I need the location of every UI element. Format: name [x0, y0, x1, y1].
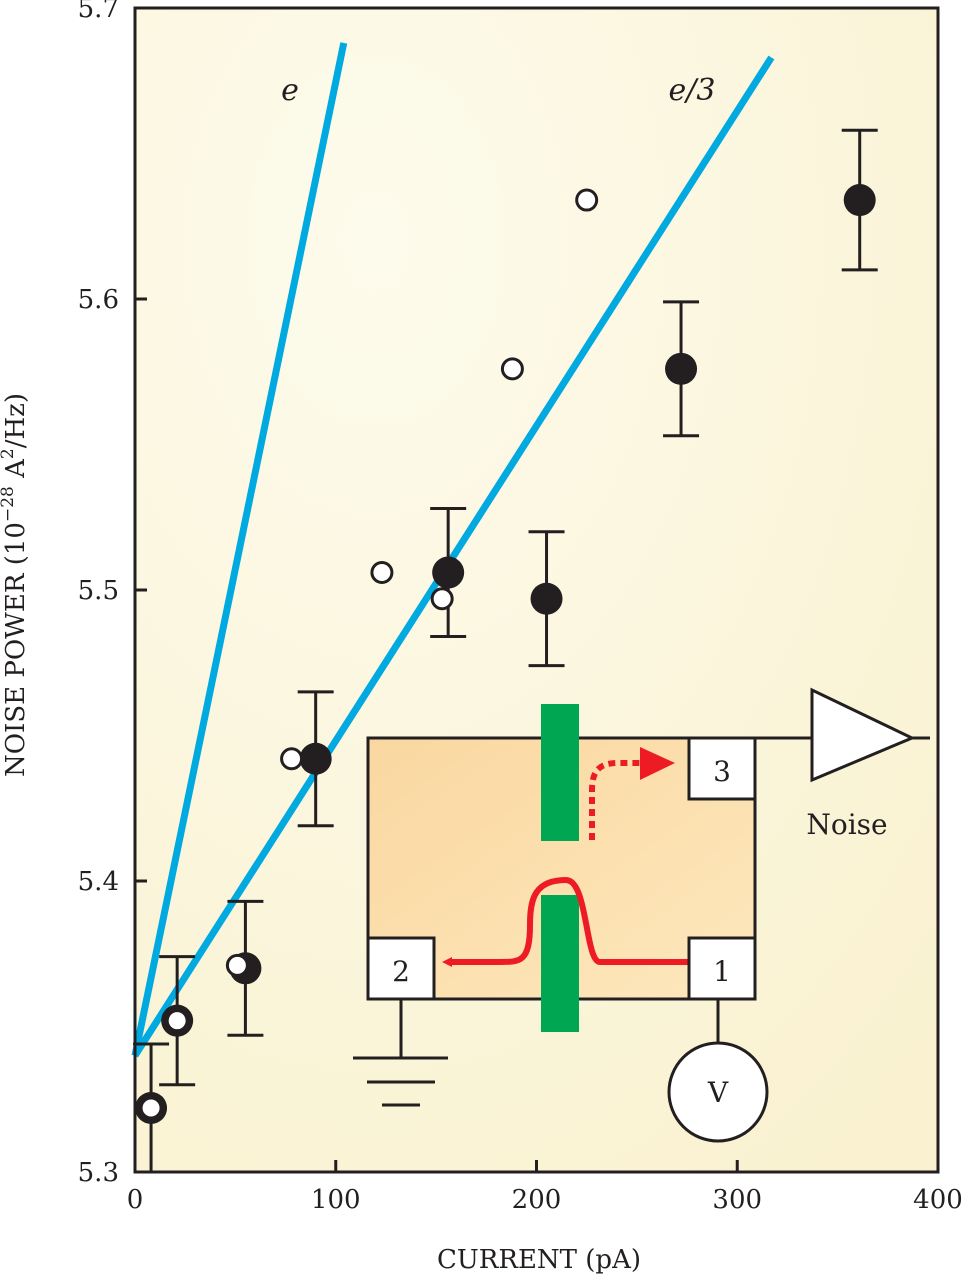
x-axis-title: CURRENT (pA) [437, 1245, 641, 1275]
terminal-2 [366, 936, 436, 1001]
y-axis-title: NOISE POWER (10−28 A2/Hz) [0, 393, 31, 777]
y-tick-label: 5.6 [78, 285, 119, 315]
x-tick-label: 100 [311, 1185, 361, 1215]
fit-line-e-third-label: e/3 [669, 73, 716, 108]
y-tick-label: 5.3 [78, 1158, 119, 1188]
open-point [430, 587, 454, 611]
x-tick-label: 300 [712, 1185, 762, 1215]
voltage-source-label: V [707, 1076, 729, 1109]
filled-point [432, 556, 465, 589]
ground-icon [353, 1056, 448, 1107]
fit-line-e-third [132, 55, 775, 1058]
axis-ticks: 0 100 200 300 400 5.3 5.4 5.5 5.6 5.7 [78, 0, 963, 1215]
fit-lines: e e/3 [131, 42, 775, 1058]
y-tick-label: 5.7 [78, 0, 119, 24]
tunneling-current-arrow [589, 760, 648, 840]
plot-frame [133, 6, 940, 1174]
open-point [370, 561, 394, 585]
x-tick-label: 0 [127, 1185, 144, 1215]
open-point [225, 953, 249, 977]
data-points [133, 128, 878, 1172]
fit-line-e [131, 42, 348, 1057]
tunneling-arrowhead [640, 747, 675, 780]
open-point [575, 188, 599, 212]
open-point [500, 357, 524, 381]
filled-point [665, 352, 698, 385]
open-point [139, 1096, 163, 1120]
open-point [280, 747, 304, 771]
top-gate [541, 704, 579, 841]
terminal-1 [687, 936, 757, 1001]
terminal-3 [687, 736, 757, 801]
filled-point [299, 742, 332, 775]
x-tick-label: 200 [512, 1185, 562, 1215]
terminal-3-label: 3 [713, 755, 731, 788]
inset-schematic: Noise 3 2 1 V [353, 687, 930, 1143]
filled-point [530, 582, 563, 615]
x-tick-label: 400 [913, 1185, 963, 1215]
open-point [165, 1009, 189, 1033]
y-tick-label: 5.5 [78, 576, 119, 606]
fit-line-e-label: e [281, 73, 299, 108]
terminal-2-label: 2 [392, 955, 410, 988]
filled-point [843, 184, 876, 217]
transmitted-current-arrow [442, 876, 689, 967]
terminal-1-label: 1 [713, 955, 731, 988]
voltage-source-icon [667, 1041, 769, 1143]
amplifier-icon [810, 687, 916, 783]
bottom-gate [541, 895, 579, 1032]
y-tick-label: 5.4 [78, 867, 119, 897]
amplifier-label: Noise [806, 808, 887, 841]
